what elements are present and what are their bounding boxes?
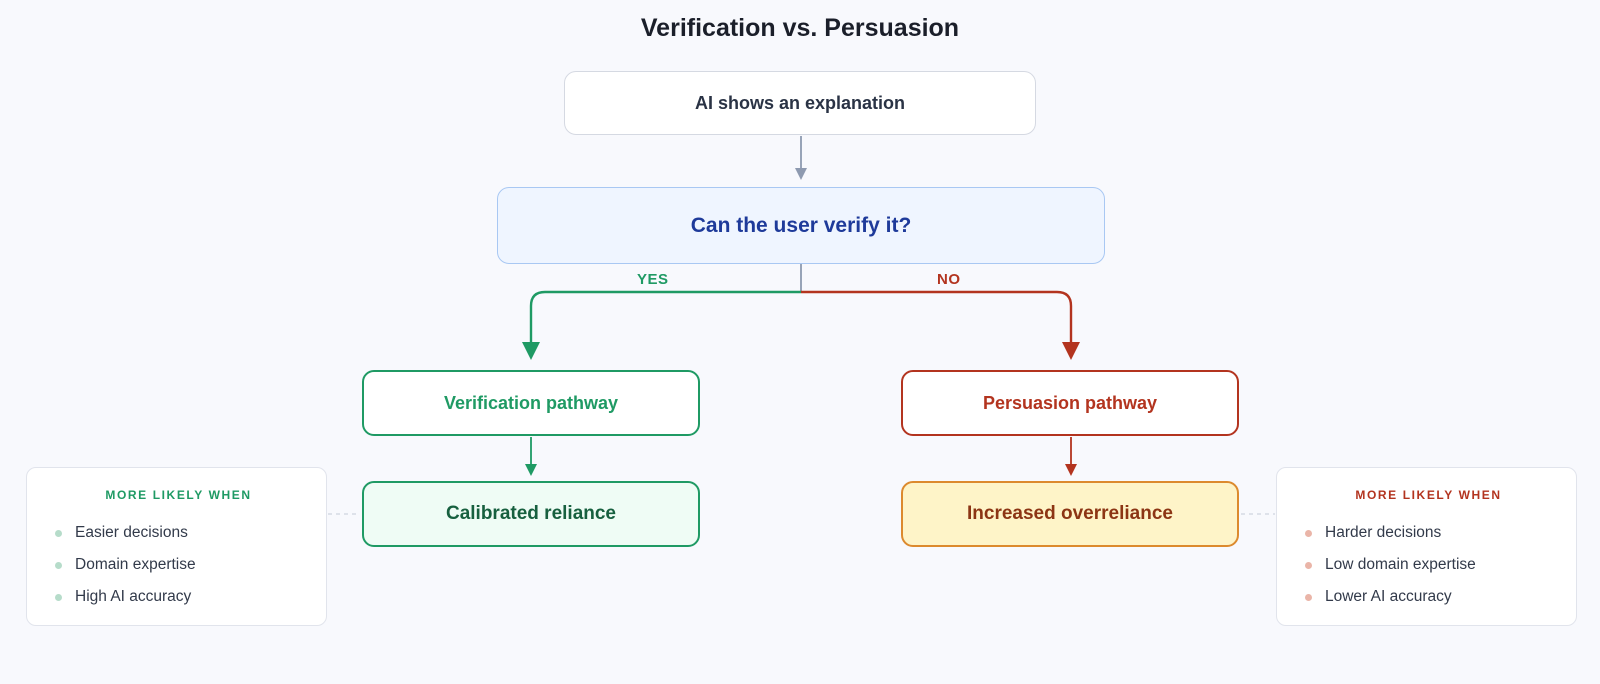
list-item: Easier decisions [53, 517, 304, 549]
no-branch-label: NO [937, 271, 961, 288]
bullet-dot-icon [55, 594, 62, 601]
verification-conditions-card: MORE LIKELY WHEN Easier decisions Domain… [26, 467, 327, 626]
list-item-text: Domain expertise [75, 556, 196, 573]
list-item: Harder decisions [1303, 517, 1554, 549]
list-item: High AI accuracy [53, 581, 304, 613]
bullet-dot-icon [1305, 562, 1312, 569]
bullet-dot-icon [55, 562, 62, 569]
list-item-text: Lower AI accuracy [1325, 588, 1452, 605]
verification-pathway-label: Verification pathway [443, 392, 619, 413]
persuasion-pathway-node: Persuasion pathway [901, 370, 1239, 436]
yes-branch-label: YES [637, 271, 669, 288]
yes-branch-arrow [522, 290, 801, 360]
calibrated-reliance-label: Calibrated reliance [445, 503, 617, 524]
increased-overreliance-label: Increased overreliance [967, 503, 1173, 524]
start-node: AI shows an explanation [564, 71, 1036, 135]
bullet-dot-icon [55, 530, 62, 537]
list-item: Lower AI accuracy [1303, 581, 1554, 613]
no-branch-arrow [801, 290, 1080, 360]
bullet-dot-icon [1305, 594, 1312, 601]
verification-pathway-node: Verification pathway [362, 370, 700, 436]
persuasion-pathway-label: Persuasion pathway [982, 392, 1158, 413]
increased-overreliance-node: Increased overreliance [901, 481, 1239, 547]
list-item-text: Low domain expertise [1325, 556, 1476, 573]
conditions-list: Easier decisions Domain expertise High A… [53, 517, 304, 613]
diagram-title: Verification vs. Persuasion [640, 14, 960, 42]
list-item: Domain expertise [53, 549, 304, 581]
list-item-text: Easier decisions [75, 524, 188, 541]
list-item-text: High AI accuracy [75, 588, 192, 605]
conditions-list: Harder decisions Low domain expertise Lo… [1303, 517, 1554, 613]
decision-node-label: Can the user verify it? [690, 213, 912, 237]
card-heading: MORE LIKELY WHEN [1355, 488, 1502, 502]
list-item: Low domain expertise [1303, 549, 1554, 581]
start-node-label: AI shows an explanation [694, 92, 906, 113]
calibrated-reliance-node: Calibrated reliance [362, 481, 700, 547]
card-heading: MORE LIKELY WHEN [105, 488, 252, 502]
persuasion-conditions-card: MORE LIKELY WHEN Harder decisions Low do… [1276, 467, 1577, 626]
list-item-text: Harder decisions [1325, 524, 1442, 541]
decision-node: Can the user verify it? [497, 187, 1105, 264]
bullet-dot-icon [1305, 530, 1312, 537]
